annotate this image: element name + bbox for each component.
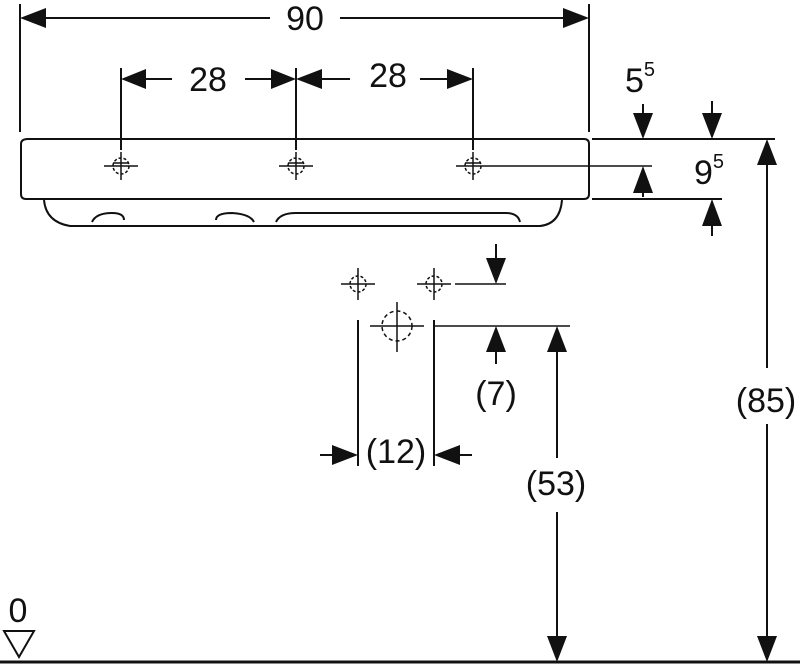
level-marker-triangle [2, 630, 36, 660]
basin-foot [215, 211, 255, 223]
tap-spacing-dimension [120, 68, 474, 150]
rim-offset-label: 55 [625, 59, 655, 100]
tap-spacing-left-label: 28 [189, 61, 227, 99]
basin-underside [275, 212, 521, 223]
drain-offset-dimension [486, 244, 506, 364]
arrowhead [332, 445, 358, 465]
arrowhead [434, 445, 460, 465]
arrowhead [486, 258, 506, 284]
drain-offset-label: (7) [475, 375, 517, 413]
water-connection-right [417, 268, 451, 300]
arrowhead [121, 69, 146, 89]
floor-level-label: 0 [9, 592, 28, 630]
tap-holes [104, 152, 490, 180]
basin-height-dimension [757, 139, 777, 662]
basin-bowl [43, 199, 563, 227]
basin-height-label: (85) [736, 382, 796, 420]
arrowhead [486, 326, 506, 352]
tap-hole-left [104, 152, 138, 180]
overall-width-dimension [19, 4, 590, 132]
arrowhead [271, 69, 296, 89]
arrowhead [563, 8, 589, 28]
arrowhead [447, 69, 473, 89]
arrowhead [547, 636, 567, 662]
arrowhead [633, 113, 653, 139]
arrowhead [20, 8, 46, 28]
tap-hole-center [279, 152, 313, 180]
overall-width-label: 90 [286, 0, 324, 38]
arrowhead [702, 113, 722, 139]
waste-outlet [370, 302, 424, 352]
rim-offset-dimension [592, 101, 775, 140]
arrowhead [757, 139, 777, 165]
drain-height-dimension [547, 326, 567, 662]
basin-outline [20, 138, 590, 227]
arrowhead [296, 69, 322, 89]
drain-spacing-dimension [320, 320, 472, 466]
drain-height-label: (53) [526, 465, 586, 503]
basin-body [20, 138, 590, 200]
basin-thickness-dimension [592, 166, 722, 236]
arrowhead [633, 166, 653, 193]
tap-hole-right [456, 152, 490, 180]
drain-connections [341, 268, 451, 352]
basin-thickness-label: 95 [694, 151, 724, 192]
basin-foot [91, 211, 125, 223]
water-connection-left [341, 268, 375, 300]
arrowhead [757, 636, 777, 662]
arrowhead [547, 326, 567, 352]
tap-spacing-right-label: 28 [369, 57, 407, 95]
arrowhead [702, 199, 722, 226]
drain-spacing-label: (12) [366, 433, 426, 471]
